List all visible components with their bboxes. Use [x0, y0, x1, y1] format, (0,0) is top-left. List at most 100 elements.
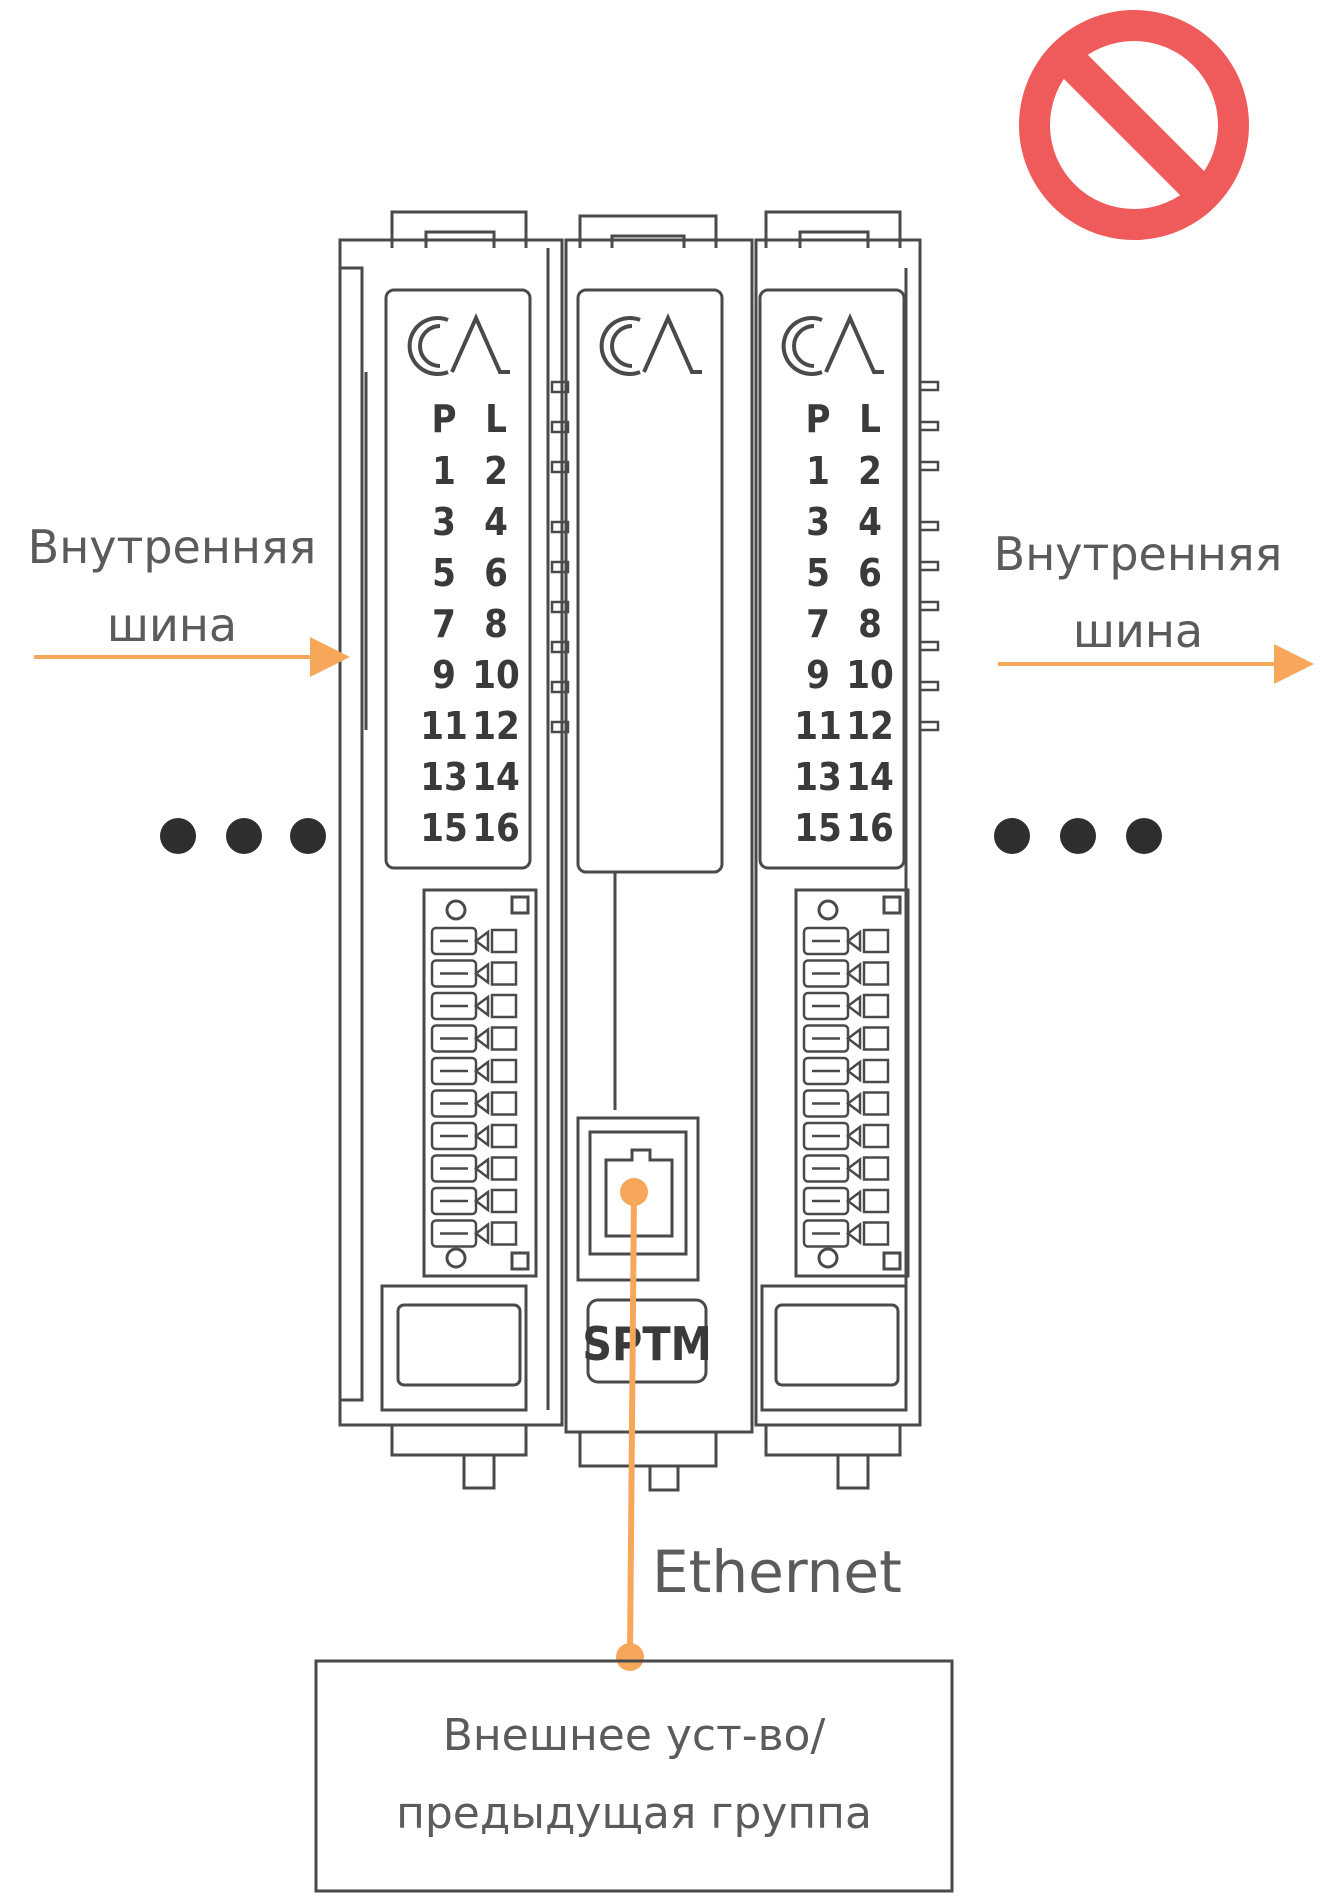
right-channel-l: 10 — [846, 653, 894, 697]
device-connector-dot — [616, 1643, 644, 1671]
left-ellipsis-icon — [160, 818, 326, 854]
right-bus-label-line1: Внутренняя — [994, 527, 1283, 581]
right-channel-p: 7 — [806, 602, 830, 646]
right-channel-l: 14 — [846, 755, 894, 799]
left-channel-p: 15 — [420, 806, 468, 850]
left-channel-p: 1 — [432, 449, 456, 493]
right-channel-p: 15 — [794, 806, 842, 850]
left-terminal-row — [430, 991, 518, 1021]
center-sptm-module — [564, 214, 754, 1492]
right-terminal-row — [802, 926, 890, 956]
left-header-l: L — [485, 397, 507, 441]
right-bus-label-line2: шина — [1073, 604, 1203, 658]
bus-pin — [918, 600, 940, 612]
left-channel-l: 14 — [472, 755, 520, 799]
left-bus-label-line2: шина — [107, 598, 237, 652]
sptm-badge: SPTM — [582, 1317, 712, 1371]
left-channel-p: 5 — [432, 551, 456, 595]
right-terminal-row — [802, 1121, 890, 1151]
left-terminal-row — [430, 1024, 518, 1053]
left-channel-p: 3 — [432, 500, 456, 544]
right-terminal-row — [802, 1186, 890, 1216]
right-channel-p: 9 — [806, 653, 830, 697]
bus-pin — [550, 520, 570, 534]
right-channel-l: 8 — [858, 602, 882, 646]
bus-pin — [550, 640, 570, 654]
bus-pin — [918, 460, 940, 472]
right-channel-p: 13 — [794, 755, 842, 799]
right-terminal-row — [802, 1056, 890, 1086]
right-channel-p: 11 — [794, 704, 842, 748]
left-terminal-row — [430, 1056, 518, 1086]
right-channel-l: 4 — [858, 500, 882, 544]
left-channel-l: 4 — [484, 500, 508, 544]
right-channel-l: 2 — [858, 449, 882, 493]
bus-pin — [918, 380, 940, 392]
left-io-module — [338, 210, 564, 1490]
left-channel-p: 9 — [432, 653, 456, 697]
left-channel-l: 8 — [484, 602, 508, 646]
center-logo — [599, 313, 702, 376]
left-terminal-rows — [430, 926, 518, 1248]
left-channel-l: 16 — [472, 806, 520, 850]
right-logo — [781, 313, 884, 376]
right-terminal-rows — [802, 926, 890, 1248]
bus-pin — [918, 560, 940, 572]
left-header-p: P — [431, 397, 456, 441]
bus-pin — [550, 460, 570, 474]
external-device-box — [314, 1659, 954, 1893]
bus-pin — [550, 420, 570, 434]
right-terminal-row — [802, 991, 890, 1021]
bus-pin — [918, 520, 940, 532]
bus-pin — [918, 680, 940, 692]
left-terminal-row — [430, 959, 518, 988]
left-terminal-row — [430, 1219, 518, 1248]
right-terminal-row — [802, 1219, 890, 1248]
left-terminal-row — [430, 926, 518, 956]
right-channel-p: 5 — [806, 551, 830, 595]
bus-pin — [550, 680, 570, 694]
right-channel-l: 6 — [858, 551, 882, 595]
bus-pin — [918, 720, 940, 732]
right-io-module — [754, 210, 922, 1490]
left-channel-l: 6 — [484, 551, 508, 595]
bus-pin — [918, 420, 940, 432]
prohibited-icon — [1019, 10, 1249, 240]
right-channel-l: 12 — [846, 704, 894, 748]
ethernet-cable — [627, 1191, 637, 1658]
right-terminal-row — [802, 959, 890, 988]
right-terminal-row — [802, 1154, 890, 1183]
bus-pin — [918, 640, 940, 652]
ethernet-port-dot — [620, 1178, 648, 1206]
bus-pin — [550, 600, 570, 614]
left-channel-l: 2 — [484, 449, 508, 493]
right-channel-p: 3 — [806, 500, 830, 544]
left-terminal-row — [430, 1154, 518, 1183]
right-terminal-row — [802, 1024, 890, 1053]
left-bus-label-line1: Внутренняя — [28, 520, 317, 574]
bus-pin — [550, 720, 570, 734]
left-terminal-row — [430, 1121, 518, 1151]
external-device-line1: Внешнее уст-во/ — [443, 1710, 826, 1761]
left-channel-p: 13 — [420, 755, 468, 799]
right-channel-l: 16 — [846, 806, 894, 850]
ethernet-label: Ethernet — [652, 1538, 902, 1606]
left-logo — [407, 313, 510, 376]
bus-pin — [550, 380, 570, 394]
left-terminal-row — [430, 1089, 518, 1118]
left-channel-p: 11 — [420, 704, 468, 748]
right-terminal-row — [802, 1089, 890, 1118]
left-channel-l: 12 — [472, 704, 520, 748]
right-header-l: L — [859, 397, 881, 441]
left-channel-l: 10 — [472, 653, 520, 697]
right-channel-p: 1 — [806, 449, 830, 493]
right-ellipsis-icon — [994, 818, 1162, 854]
bus-pin — [550, 560, 570, 574]
external-device-line2: предыдущая группа — [396, 1788, 872, 1839]
bus-contact-pins — [550, 380, 940, 734]
left-channel-p: 7 — [432, 602, 456, 646]
left-terminal-row — [430, 1186, 518, 1216]
